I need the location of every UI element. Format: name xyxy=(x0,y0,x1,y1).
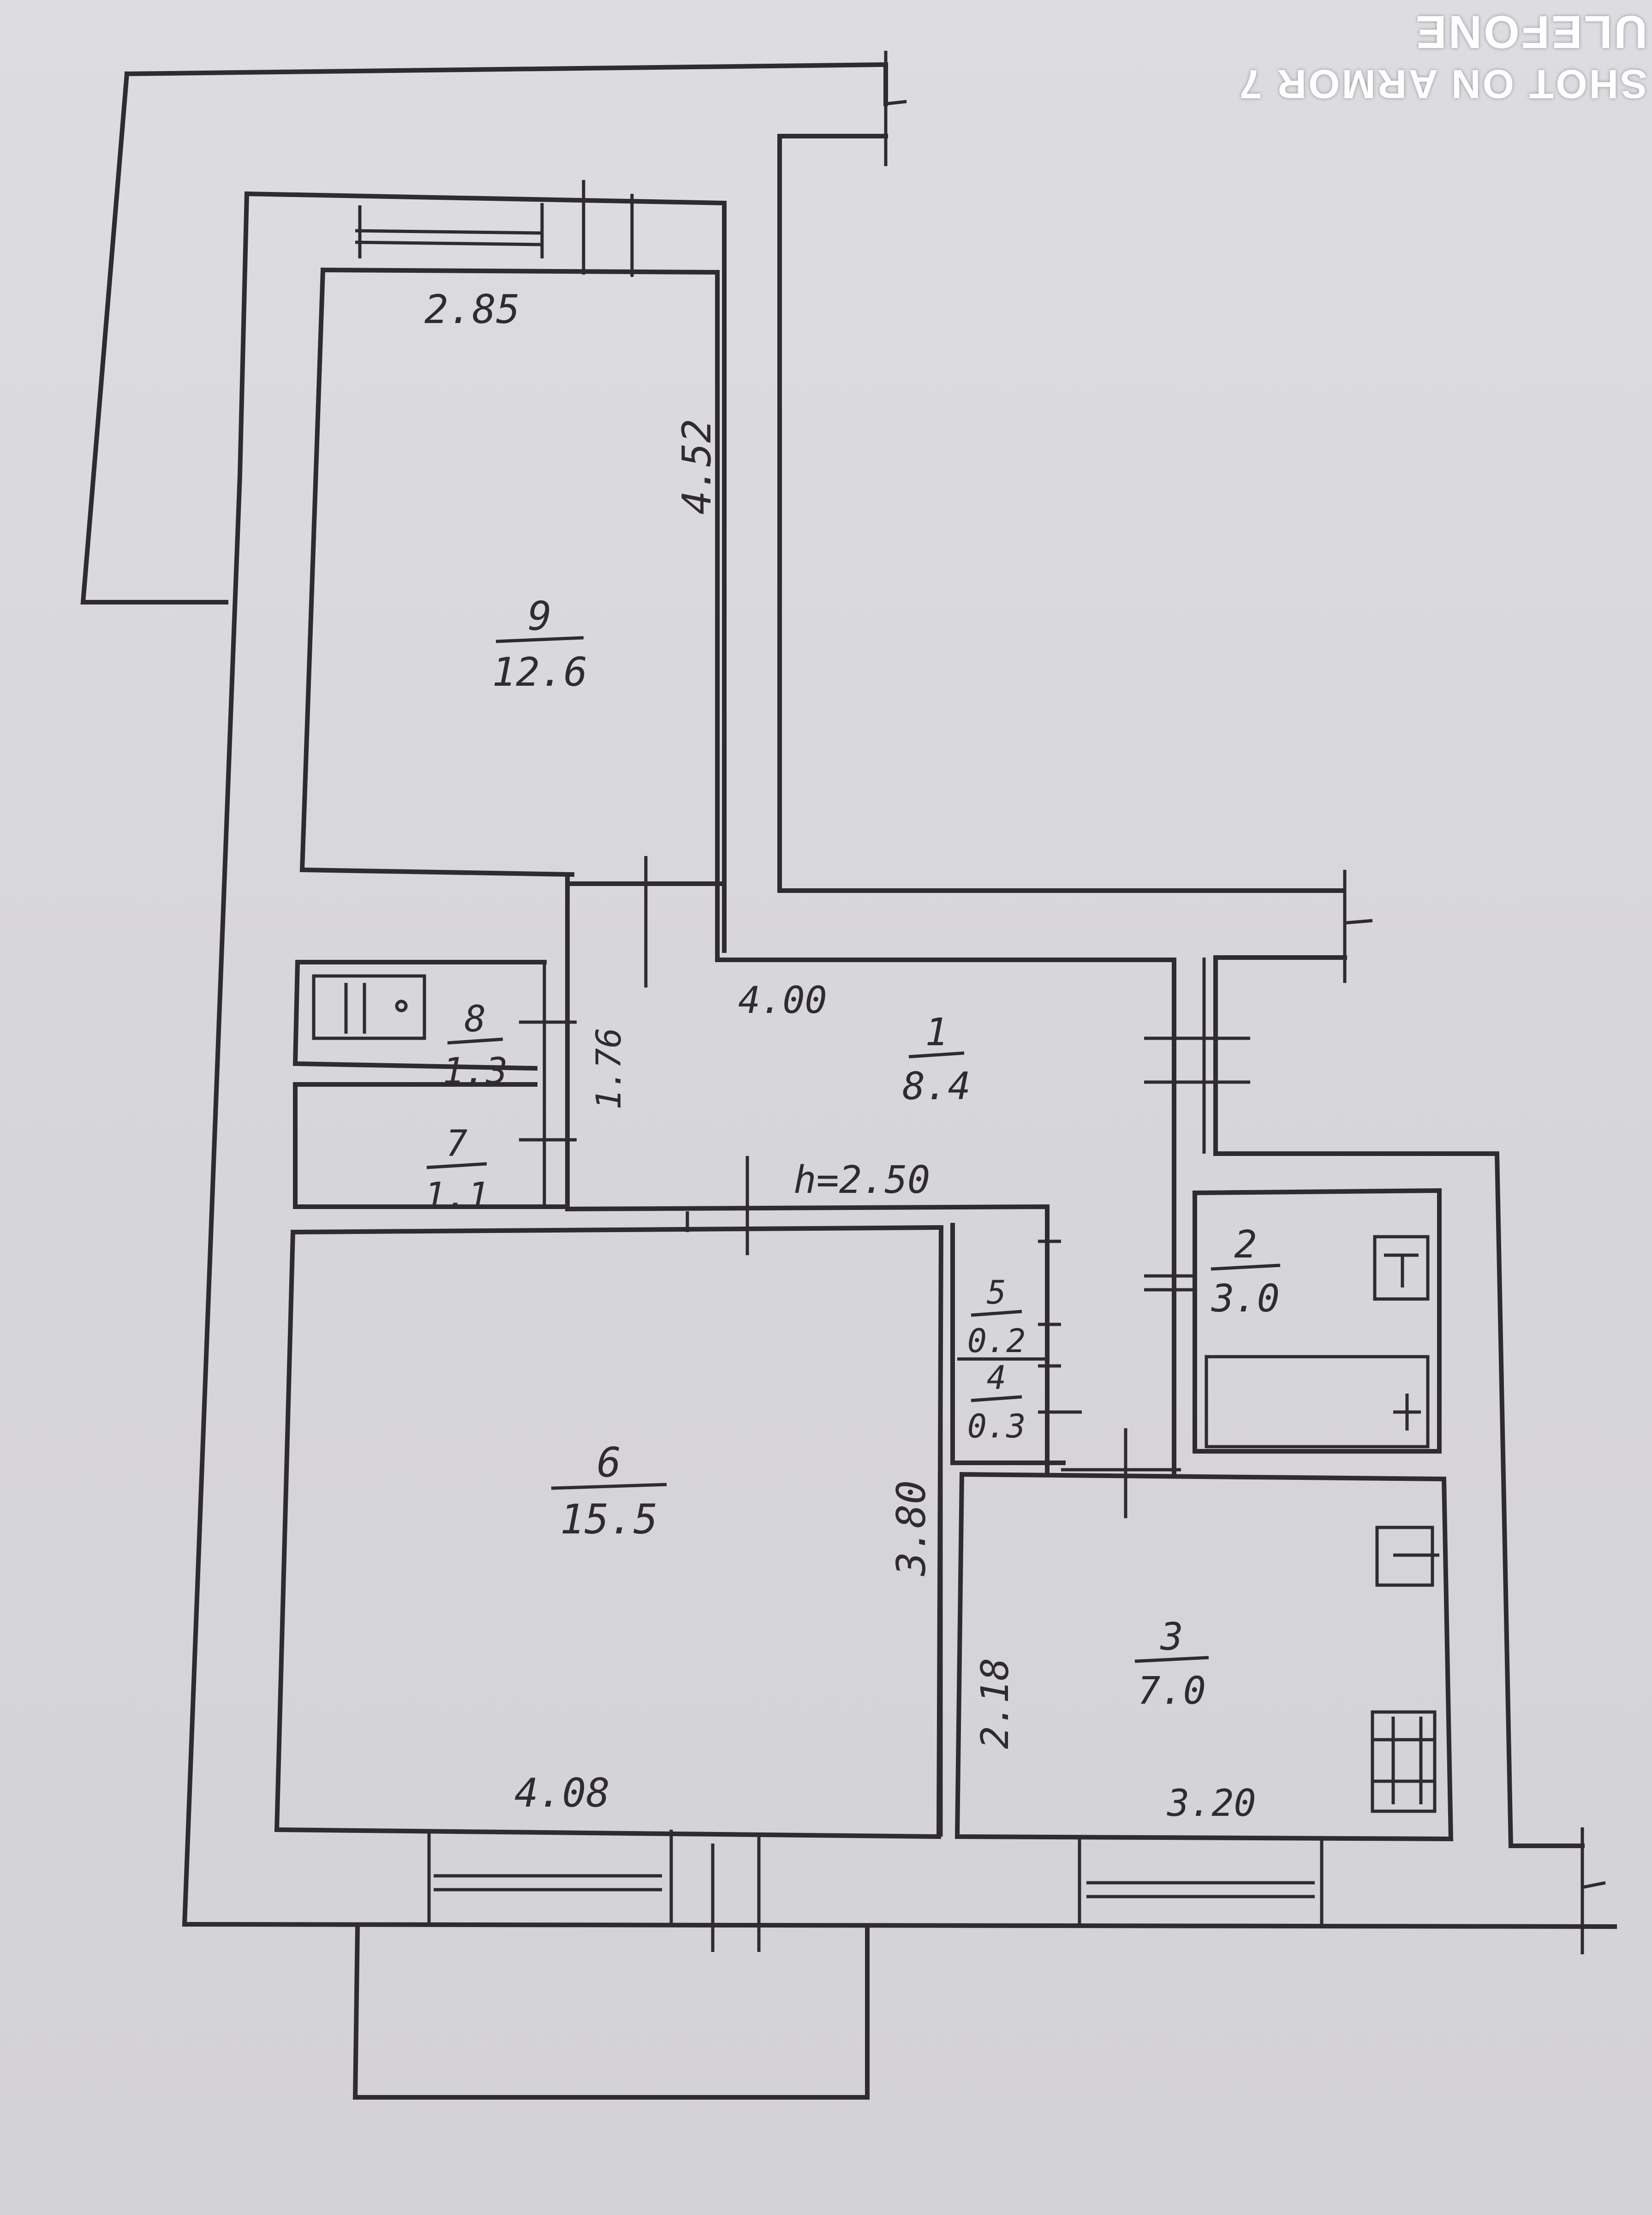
room9-width-label: 2.85 xyxy=(424,287,520,333)
room-7-area: 1.1 xyxy=(424,1175,489,1217)
room-4-area: 0.3 xyxy=(967,1407,1026,1445)
room-6-walls xyxy=(274,1156,1050,1839)
room-5-4-walls xyxy=(950,1223,1082,1465)
room6-width-label: 4.08 xyxy=(514,1770,610,1816)
room-8-area: 1.3 xyxy=(443,1051,508,1092)
room-8-fraction-bar xyxy=(447,1037,503,1045)
top-window xyxy=(355,180,634,277)
room6-length-label: 3.80 xyxy=(889,1480,935,1576)
room9-length-label: 4.52 xyxy=(674,419,720,515)
room-5-fraction-bar xyxy=(971,1310,1022,1317)
room3-length-label: 2.18 xyxy=(973,1658,1017,1749)
room3-width-label: 3.20 xyxy=(1167,1782,1256,1825)
room-4-fraction-bar xyxy=(971,1395,1022,1402)
room-6-number: 6 xyxy=(597,1439,621,1486)
room-4-number: 4 xyxy=(987,1359,1006,1397)
room-6-fraction-bar xyxy=(551,1483,667,1490)
room-1-number: 1 xyxy=(925,1011,948,1054)
room-3-walls xyxy=(954,1428,1454,1842)
room-3-fraction-bar xyxy=(1134,1656,1209,1663)
room-5-area: 0.2 xyxy=(967,1322,1026,1360)
dimension-labels: 2.85 4.52 4.00 1.76 h=2.50 4.08 3.80 3.2… xyxy=(424,287,1256,1825)
room-7-number: 7 xyxy=(446,1123,468,1165)
room1-depth-label: 1.76 xyxy=(589,1028,629,1110)
outer-walls xyxy=(80,62,1617,2100)
room-2-walls xyxy=(1192,1188,1442,1454)
ceiling-height-label: h=2.50 xyxy=(793,1158,930,1202)
bottom-windows xyxy=(427,1830,1324,1952)
room-9-area: 12.6 xyxy=(492,649,587,695)
section-break-marks xyxy=(884,51,1606,1954)
room-5-number: 5 xyxy=(987,1274,1006,1311)
room-3-area: 7.0 xyxy=(1138,1669,1206,1713)
room-9-number: 9 xyxy=(528,593,552,640)
room-8-number: 8 xyxy=(465,999,486,1040)
room-8-7-walls xyxy=(292,960,577,1209)
room-2-area: 3.0 xyxy=(1211,1277,1280,1321)
room-1-fraction-bar xyxy=(908,1051,965,1059)
room-labels: 1 8.4 2 3.0 3 7.0 4 0.3 5 0.2 6 15.5 7 1.1 8 1.3 9 12.6 xyxy=(424,593,1281,1713)
room-7-fraction-bar xyxy=(426,1162,487,1169)
room-1-walls xyxy=(565,872,1250,1477)
room-3-number: 3 xyxy=(1160,1615,1183,1659)
room-9-fraction-bar xyxy=(495,636,584,643)
room-2-fraction-bar xyxy=(1211,1263,1281,1271)
room1-width-label: 4.00 xyxy=(738,979,827,1022)
room-2-number: 2 xyxy=(1234,1223,1257,1267)
room-1-area: 8.4 xyxy=(902,1065,971,1108)
room-9-walls xyxy=(299,267,727,988)
room-6-area: 15.5 xyxy=(560,1496,658,1543)
